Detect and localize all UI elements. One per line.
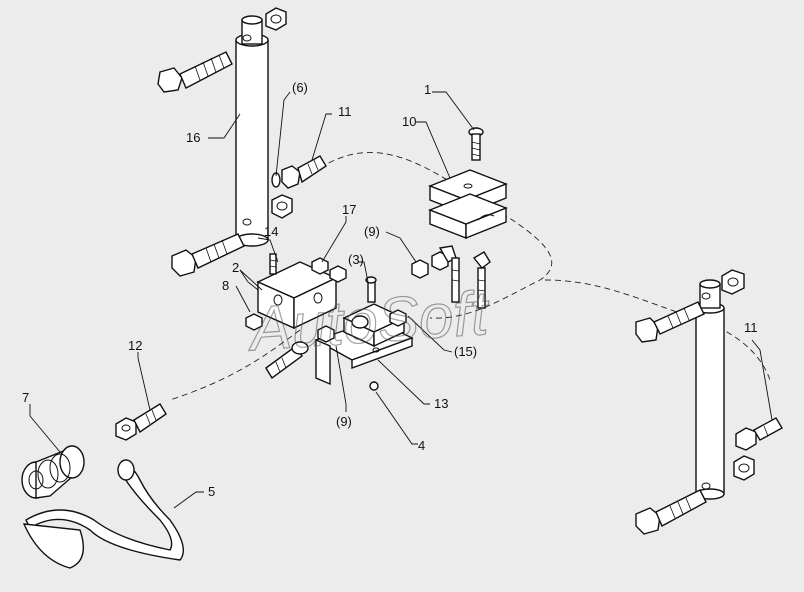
- label-8: 8: [222, 278, 229, 293]
- label-15: (15): [454, 344, 477, 359]
- screw-4: [369, 381, 379, 391]
- bolt-upper-left: [157, 51, 233, 93]
- bolt-12: [115, 403, 167, 441]
- dust-cap-5: [22, 459, 184, 569]
- fitting-9-lower: [317, 325, 335, 343]
- label-3: (3): [348, 252, 364, 267]
- label-5: 5: [208, 484, 215, 499]
- label-13: 13: [434, 396, 448, 411]
- label-1: 1: [424, 82, 431, 97]
- label-6: (6): [292, 80, 308, 95]
- nut-right-top: [721, 269, 745, 295]
- bolt-long-center: [265, 341, 309, 380]
- nut-top-left: [265, 7, 287, 31]
- label-4: 4: [418, 438, 425, 453]
- bolt-lower-left: [171, 233, 245, 277]
- fitting-8: [245, 313, 263, 331]
- label-9-upper: (9): [364, 224, 380, 239]
- label-9-lower: (9): [336, 414, 352, 429]
- nut-lower-left: [271, 194, 293, 219]
- label-16: 16: [186, 130, 200, 145]
- clamp-block-10: [428, 169, 508, 240]
- swivel-fittings-9: [411, 245, 491, 309]
- cylinder-right: [695, 279, 725, 500]
- quick-coupling-7: [21, 445, 85, 499]
- label-7: 7: [22, 390, 29, 405]
- fitting-2: [269, 253, 277, 275]
- fitting-17: [311, 257, 347, 283]
- callout-labels: 16 (6) 11 1 10 17 14 2 8 (3) (9) (15) 13…: [22, 80, 758, 499]
- label-2: 2: [232, 260, 239, 275]
- label-10: 10: [402, 114, 416, 129]
- label-17: 17: [342, 202, 356, 217]
- bolt-11-right: [735, 417, 783, 451]
- label-12: 12: [128, 338, 142, 353]
- cylinder-16: [235, 15, 269, 247]
- clamp-15: [342, 276, 407, 348]
- leader-lines: [29, 91, 773, 509]
- nut-right-lower: [733, 455, 755, 481]
- label-11-upper: 11: [338, 104, 352, 119]
- label-14: 14: [264, 224, 278, 239]
- label-11-right: 11: [744, 320, 758, 335]
- bolt-right-lower: [635, 489, 707, 535]
- bolt-right-upper: [635, 301, 705, 343]
- bolt-1: [468, 127, 484, 161]
- bolt-11-upper: [281, 155, 327, 189]
